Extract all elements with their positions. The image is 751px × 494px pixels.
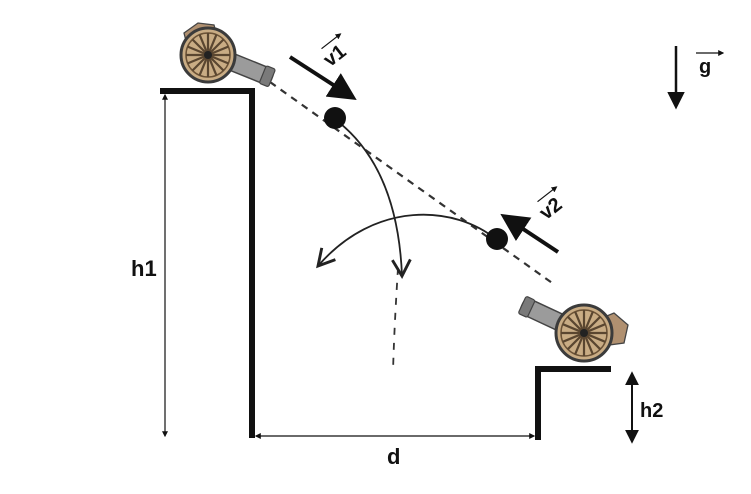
cannonball-1	[324, 107, 346, 129]
h1-label: h1	[131, 256, 157, 281]
v1-label: v1	[319, 40, 350, 71]
v2-label: v2	[535, 193, 566, 224]
right-ledge	[535, 366, 611, 440]
cannon-icon	[179, 22, 276, 87]
g-label: g	[699, 56, 711, 78]
dashed-line-of-sight	[269, 81, 556, 286]
cannon-icon	[518, 296, 629, 363]
v1-arrow	[288, 55, 357, 101]
v2-arrow	[500, 213, 560, 254]
v2-vector-bar	[537, 186, 558, 203]
h2-label: h2	[640, 400, 663, 422]
trajectory-ball-1	[335, 119, 412, 279]
v1-vector-bar	[321, 33, 342, 50]
cannonball-2	[486, 228, 508, 250]
left-cliff	[160, 88, 255, 438]
d-label: d	[387, 444, 400, 469]
dashed-free-fall	[392, 267, 399, 373]
trajectory-ball-2	[316, 213, 498, 269]
